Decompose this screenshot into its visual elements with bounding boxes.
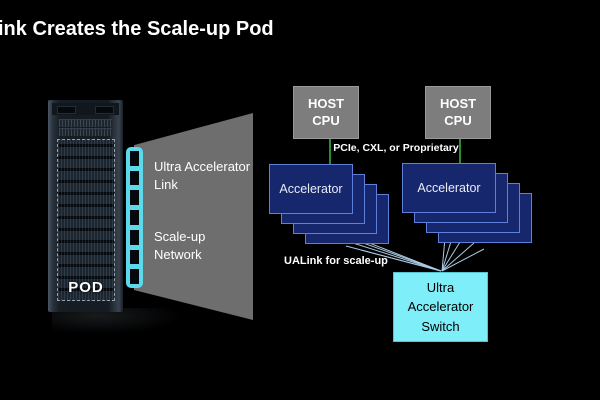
rack-top-bezel — [52, 103, 119, 115]
ladder-connector-icon — [126, 147, 143, 288]
bus-label: PCIe, CXL, or Proprietary — [333, 142, 459, 154]
ladder-hole — [130, 151, 139, 166]
rack-vent — [57, 106, 76, 114]
accelerator-card: Accelerator — [269, 164, 353, 214]
scale-up-funnel: Ultra Accelerator Link Scale-up Network — [134, 113, 253, 320]
rack-vent — [95, 106, 114, 114]
rack-shadow — [52, 308, 182, 334]
host-cpu-box: HOST CPU — [293, 86, 359, 139]
rack-server-row — [59, 128, 112, 136]
ladder-hole — [130, 229, 139, 245]
slide-title: ink Creates the Scale-up Pod — [0, 18, 274, 40]
funnel-label-ualink: Ultra Accelerator Link — [154, 159, 251, 192]
accelerator-card: Accelerator — [402, 163, 496, 213]
host-cpu-box: HOST CPU — [425, 86, 491, 139]
ladder-hole — [130, 269, 139, 285]
ladder-hole — [130, 249, 139, 265]
ladder-hole — [130, 210, 139, 225]
ultra-accelerator-switch-box: Ultra Accelerator Switch — [393, 272, 488, 342]
ladder-hole — [130, 170, 139, 186]
pod-label: POD — [68, 279, 104, 296]
rack-server-row — [59, 119, 112, 127]
ualink-label: UALink for scale-up — [284, 255, 388, 267]
ladder-hole — [130, 190, 139, 206]
rack-node-grid: POD — [57, 139, 115, 301]
funnel-label-network: Scale-up Network — [154, 229, 206, 262]
server-rack: POD — [48, 100, 123, 312]
